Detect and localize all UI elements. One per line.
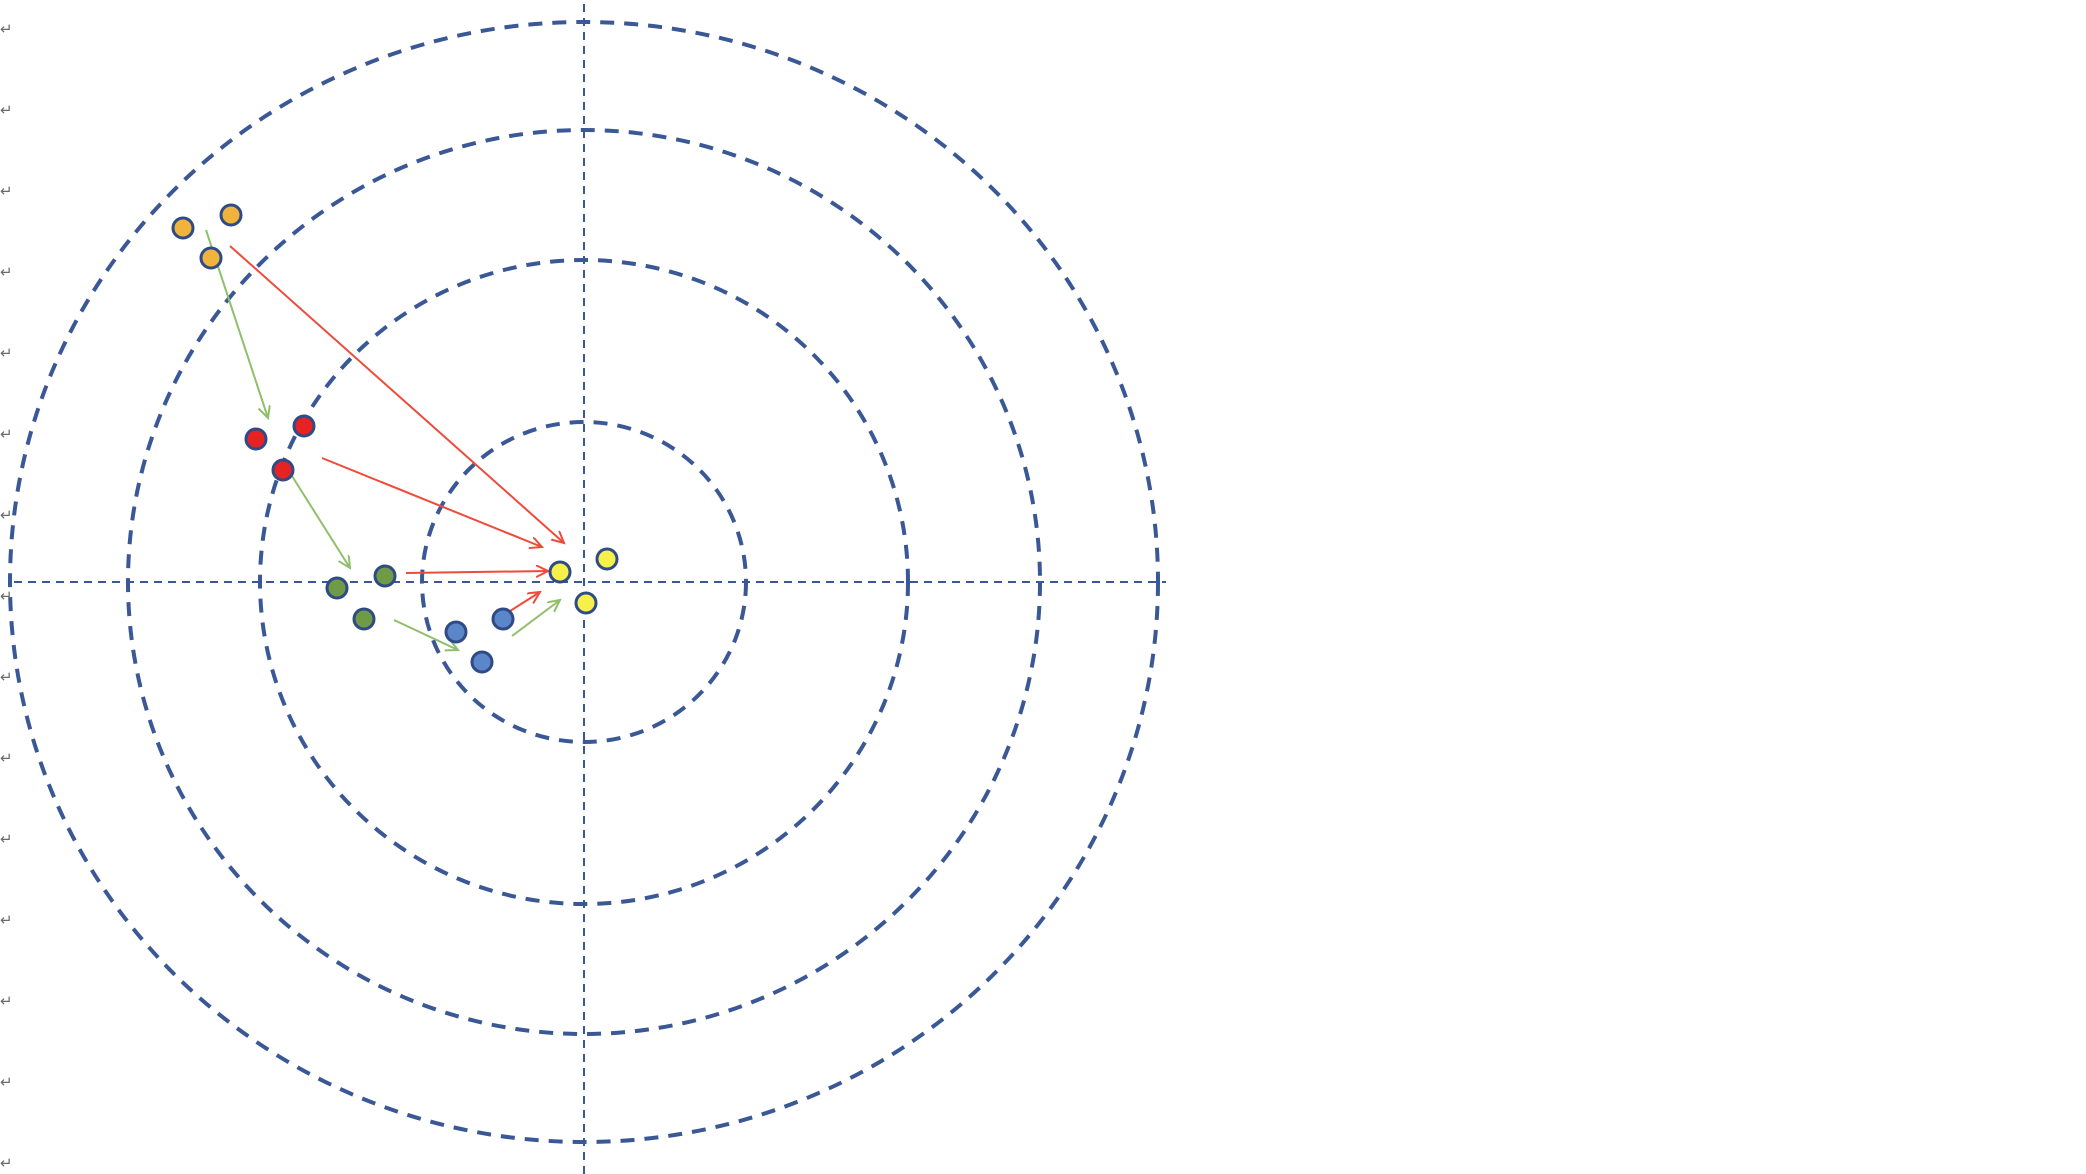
paragraph-mark: ↵ (0, 425, 13, 443)
green-arrow-red-to-green (291, 475, 350, 568)
paragraph-mark: ↵ (0, 830, 13, 848)
yellow-dot (574, 591, 598, 615)
green-arrow-blue-to-yellow (511, 600, 560, 637)
paragraph-mark: ↵ (0, 344, 13, 362)
blue-dot (491, 607, 515, 631)
orange-dot (171, 216, 195, 240)
blue-dot (444, 620, 468, 644)
paragraph-mark: ↵ (0, 101, 13, 119)
paragraph-mark: ↵ (0, 20, 13, 38)
paragraph-mark: ↵ (0, 506, 13, 524)
red-arrow-green-to-yellow (405, 571, 548, 573)
ring-second (258, 258, 910, 906)
red-dot (292, 414, 316, 438)
yellow-dot (548, 560, 572, 584)
orange-dot (219, 203, 243, 227)
red-arrow-orange-to-yellow (229, 245, 564, 543)
paragraph-mark: ↵ (0, 911, 13, 929)
orange-dot (199, 246, 223, 270)
paragraph-mark: ↵ (0, 1073, 13, 1091)
yellow-dot (595, 547, 619, 571)
paragraph-mark: ↵ (0, 749, 13, 767)
red-arrow-red-to-yellow (321, 457, 542, 547)
paragraph-mark: ↵ (0, 1154, 13, 1172)
ring-outer (8, 20, 1160, 1144)
paragraph-mark: ↵ (0, 668, 13, 686)
green-arrow-green-to-blue (393, 619, 458, 650)
red-dot (244, 427, 268, 451)
green-dot (352, 607, 376, 631)
ring-inner (420, 420, 748, 744)
red-dot (271, 458, 295, 482)
blue-dot (470, 650, 494, 674)
paragraph-mark: ↵ (0, 992, 13, 1010)
green-dot (373, 564, 397, 588)
paragraph-mark: ↵ (0, 182, 13, 200)
green-dot (325, 576, 349, 600)
paragraph-mark: ↵ (0, 263, 13, 281)
ring-third (126, 128, 1042, 1036)
